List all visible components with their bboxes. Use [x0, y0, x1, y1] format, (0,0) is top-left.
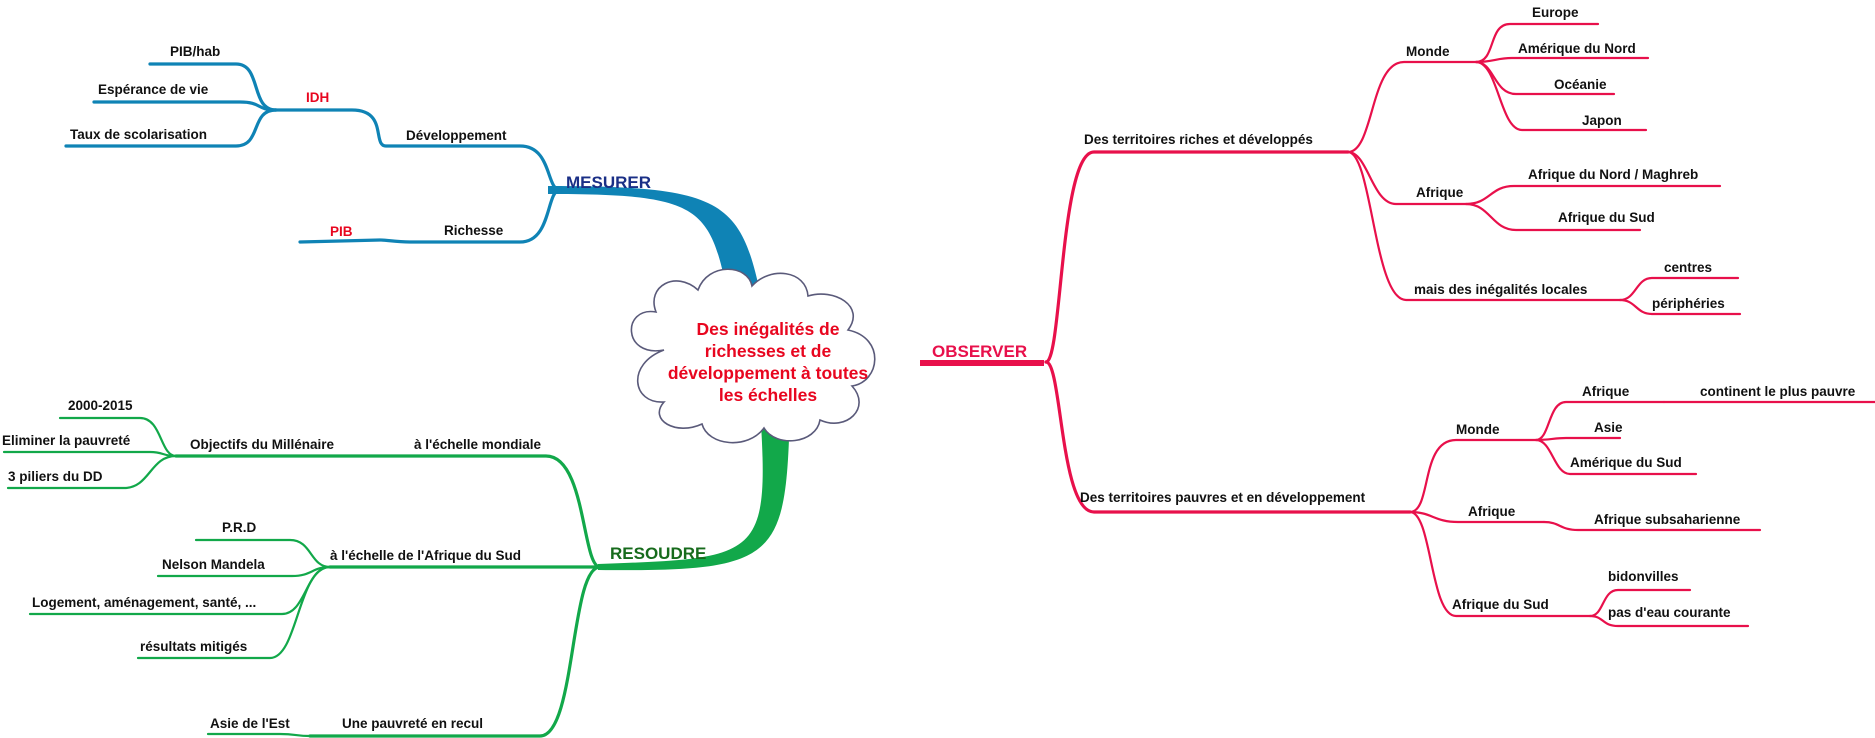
node-echelle-afrique-du-sud[interactable]: à l'échelle de l'Afrique du Sud [330, 548, 521, 563]
node-pib[interactable]: PIB [330, 224, 353, 239]
center-cloud-shape [630, 268, 876, 444]
center-title-line-4: les échelles [719, 385, 818, 405]
branch-label-mesurer[interactable]: MESURER [566, 173, 651, 192]
branch-label-observer[interactable]: OBSERVER [932, 342, 1027, 361]
node-continent-le-plus-pauvre[interactable]: continent le plus pauvre [1700, 384, 1856, 399]
observer-branches [1044, 150, 1412, 514]
node-asie[interactable]: Asie [1594, 420, 1623, 435]
mesurer-branches [64, 62, 562, 244]
node-oceanie[interactable]: Océanie [1554, 77, 1607, 92]
node-prd[interactable]: P.R.D [222, 520, 257, 535]
node-centres[interactable]: centres [1664, 260, 1712, 275]
node-eliminer-la-pauvrete[interactable]: Eliminer la pauvreté [2, 433, 131, 448]
node-developpement[interactable]: Développement [406, 128, 507, 143]
node-asie-de-l-est[interactable]: Asie de l'Est [210, 716, 290, 731]
node-3-piliers-du-dd[interactable]: 3 piliers du DD [8, 469, 103, 484]
node-riches-afrique[interactable]: Afrique [1416, 185, 1464, 200]
node-2000-2015[interactable]: 2000-2015 [68, 398, 133, 413]
node-europe[interactable]: Europe [1532, 5, 1579, 20]
node-riches-monde[interactable]: Monde [1406, 44, 1450, 59]
node-nelson-mandela[interactable]: Nelson Mandela [162, 557, 265, 572]
center-title-line-1: Des inégalités de [697, 319, 840, 339]
node-inegalites-locales[interactable]: mais des inégalités locales [1414, 282, 1587, 297]
node-pauvres-monde[interactable]: Monde [1456, 422, 1500, 437]
node-pas-d-eau-courante[interactable]: pas d'eau courante [1608, 605, 1731, 620]
node-logement[interactable]: Logement, aménagement, santé, ... [32, 595, 256, 610]
center-title-line-2: richesses et de [705, 341, 832, 361]
center-title-line-3: développement à toutes [668, 363, 869, 383]
node-pauvres-afrique-du-sud[interactable]: Afrique du Sud [1452, 597, 1549, 612]
node-bidonvilles[interactable]: bidonvilles [1608, 569, 1679, 584]
center-cloud: Des inégalités de richesses et de dévelo… [630, 268, 876, 444]
node-amerique-du-nord[interactable]: Amérique du Nord [1518, 41, 1636, 56]
node-objectifs-du-millenaire[interactable]: Objectifs du Millénaire [190, 437, 335, 452]
observer-leaves [1346, 22, 1875, 628]
node-monde-afrique[interactable]: Afrique [1582, 384, 1630, 399]
branch-label-resoudre[interactable]: RESOUDRE [610, 544, 706, 563]
node-pauvres-afrique[interactable]: Afrique [1468, 504, 1516, 519]
node-resultats-mitiges[interactable]: résultats mitigés [140, 639, 247, 654]
node-peripheries[interactable]: périphéries [1652, 296, 1725, 311]
node-richesse[interactable]: Richesse [444, 223, 504, 238]
node-afrique-du-sud-riche[interactable]: Afrique du Sud [1558, 210, 1655, 225]
node-territoires-riches[interactable]: Des territoires riches et développés [1084, 132, 1313, 147]
node-pib-hab[interactable]: PIB/hab [170, 44, 220, 59]
resoudre-leaves [2, 416, 332, 738]
node-territoires-pauvres[interactable]: Des territoires pauvres et en développem… [1080, 490, 1366, 505]
node-idh[interactable]: IDH [306, 90, 329, 105]
node-pauvrete-en-recul[interactable]: Une pauvreté en recul [342, 716, 483, 731]
node-amerique-du-sud[interactable]: Amérique du Sud [1570, 455, 1682, 470]
branch-observer-main [920, 360, 1044, 366]
node-esperance-de-vie[interactable]: Espérance de vie [98, 82, 209, 97]
node-echelle-mondiale[interactable]: à l'échelle mondiale [414, 437, 542, 452]
resoudre-branches [174, 454, 602, 738]
node-maghreb[interactable]: Afrique du Nord / Maghreb [1528, 167, 1698, 182]
node-japon[interactable]: Japon [1582, 113, 1622, 128]
branch-mesurer-main [548, 186, 760, 296]
node-taux-de-scolarisation[interactable]: Taux de scolarisation [70, 127, 207, 142]
node-afrique-subsaharienne[interactable]: Afrique subsaharienne [1594, 512, 1741, 527]
